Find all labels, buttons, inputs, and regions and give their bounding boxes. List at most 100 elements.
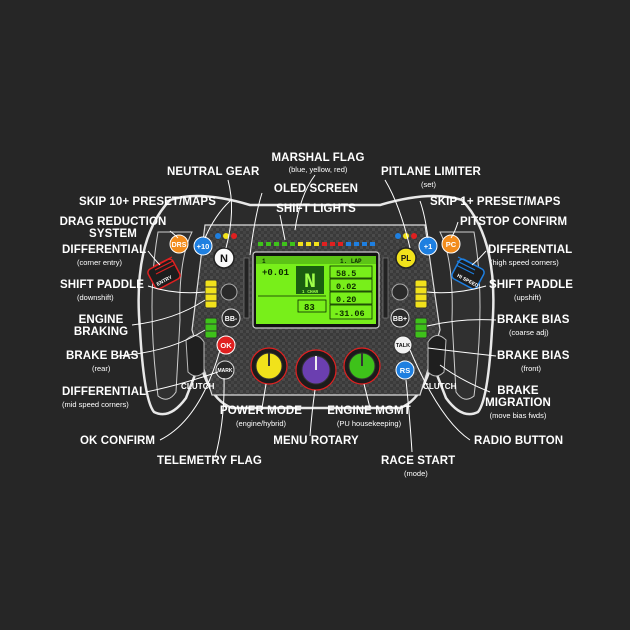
clutch-paddle-right[interactable] (427, 335, 447, 377)
ok-label: OK (220, 341, 232, 350)
label-clutch-right: CLUTCH (423, 382, 457, 391)
label-diff-entry-sub: (corner entry) (77, 258, 123, 267)
shift-light-led (370, 242, 375, 246)
shift-light-led (266, 242, 271, 246)
label-brake-bias-rear-sub: (rear) (92, 364, 111, 373)
pitstop-confirm-button[interactable]: PC (441, 234, 461, 254)
bb-plus-button[interactable]: BB+ (390, 308, 410, 328)
label-shift-up-sub: (upshift) (514, 293, 542, 302)
readout-2: 0.02 (336, 282, 356, 292)
small-button-left-1[interactable] (220, 283, 238, 301)
label-drs-2: SYSTEM (89, 228, 137, 240)
label-drs-1: DRAG REDUCTION (59, 216, 167, 228)
label-brake-bias-coarse: BRAKE BIAS (497, 314, 570, 326)
shift-light-led (306, 242, 311, 246)
engine-braking-rotary[interactable] (204, 279, 218, 309)
label-menu-rotary: MENU ROTARY (273, 435, 359, 447)
label-engine-braking-2: BRAKING (73, 326, 129, 338)
small-button-right-1[interactable] (391, 283, 409, 301)
label-diff-entry: DIFFERENTIAL (62, 244, 147, 256)
shift-paddle-up-rotary[interactable] (414, 279, 428, 309)
shift-light-led (274, 242, 279, 246)
readout-1: 58.5 (336, 269, 356, 279)
label-neutral-gear: NEUTRAL GEAR (167, 166, 260, 178)
label-pitstop-confirm: PITSTOP CONFIRM (460, 216, 568, 228)
skip1-button[interactable]: +1 (418, 236, 438, 256)
neutral-label: N (220, 253, 228, 265)
bb-minus-label: BB- (225, 316, 238, 323)
skip10-label: +10 (197, 242, 210, 251)
shift-light-led (314, 242, 319, 246)
readout-3: 0.20 (336, 295, 356, 305)
shift-light-led (338, 242, 343, 246)
label-engine-mgmt: ENGINE MGMT (327, 405, 411, 417)
label-oled-screen: OLED SCREEN (273, 183, 359, 195)
shift-light-led (330, 242, 335, 246)
shift-light-led (282, 242, 287, 246)
clutch-paddle-left[interactable] (185, 335, 205, 377)
label-brake-migration-sub: (move bias fwds) (489, 411, 547, 420)
pl-label: PL (401, 254, 411, 263)
pitlane-limiter-button[interactable]: PL (395, 247, 417, 269)
bb-minus-button[interactable]: BB- (221, 308, 241, 328)
diff-entry-rotary[interactable]: ENTRY (146, 256, 181, 290)
skip1-label: +1 (424, 242, 433, 251)
gear-sub: 1 CHAR (302, 289, 319, 295)
oled-screen: 1 1. LAP +0.01 N 1 CHAR 83 58.5 0.02 0.2… (252, 251, 380, 329)
label-diff-hispeed: DIFFERENTIAL (488, 244, 573, 256)
engine-mgmt-rotary[interactable] (343, 347, 381, 385)
label-brake-bias-front: BRAKE BIAS (497, 350, 570, 362)
label-shift-down-sub: (downshift) (77, 293, 114, 302)
marshal-flag-leds-left (215, 233, 237, 239)
bb-plus-label: BB+ (393, 316, 407, 323)
drs-button[interactable]: DRS (169, 234, 189, 254)
label-marshal-flag: MARSHAL FLAG (271, 152, 365, 164)
menu-rotary[interactable] (295, 349, 337, 391)
brake-bias-front-rotary[interactable] (414, 317, 428, 339)
shift-light-led (346, 242, 351, 246)
label-ok-confirm: OK CONFIRM (80, 435, 156, 447)
shift-light-led (322, 242, 327, 246)
brake-bias-rear-rotary[interactable] (204, 317, 218, 339)
label-telemetry-flag: TELEMETRY FLAG (157, 455, 262, 467)
skip10-button[interactable]: +10 (193, 236, 213, 256)
label-engine-braking-1: ENGINE (78, 314, 124, 326)
power-mode-rotary[interactable] (250, 347, 288, 385)
talk-label: TALK (396, 343, 410, 349)
shift-light-led (290, 242, 295, 246)
talk-button[interactable]: TALK (393, 335, 413, 355)
label-shift-lights: SHIFT LIGHTS (276, 203, 356, 215)
ok-button[interactable]: OK (216, 335, 236, 355)
shift-light-led (354, 242, 359, 246)
speed-readout: 83 (304, 303, 315, 313)
label-brake-migration-2: MIGRATION (485, 397, 551, 409)
race-start-button[interactable]: RS (395, 360, 415, 380)
mark-label: MARK (218, 368, 233, 374)
readout-4: -31.06 (334, 309, 365, 319)
label-skip10: SKIP 10+ PRESET/MAPS (79, 196, 216, 208)
side-leds (243, 257, 389, 319)
pc-label: PC (446, 240, 457, 249)
label-diff-mid-sub: (mid speed corners) (62, 400, 129, 409)
label-shift-down: SHIFT PADDLE (60, 279, 145, 291)
label-shift-up: SHIFT PADDLE (489, 279, 574, 291)
label-diff-hispeed-sub: (high speed corners) (490, 258, 559, 267)
shift-light-led (258, 242, 263, 246)
shift-lights-bar (258, 242, 375, 246)
drs-label: DRS (172, 242, 187, 249)
label-clutch-left: CLUTCH (181, 382, 215, 391)
lap-right: 1. LAP (340, 258, 362, 265)
label-power-mode: POWER MODE (219, 405, 303, 417)
label-race-start: RACE START (381, 455, 456, 467)
label-diff-mid: DIFFERENTIAL (62, 386, 147, 398)
lap-left: 1 (262, 258, 266, 265)
label-brake-bias-coarse-sub: (coarse adj) (509, 328, 549, 337)
label-marshal-flag-sub: (blue, yellow, red) (288, 165, 348, 174)
gear-readout: N (304, 271, 316, 294)
label-pitlane-limiter: PITLANE LIMITER (381, 166, 481, 178)
rs-label: RS (400, 366, 410, 375)
label-pitlane-limiter-sub: (set) (421, 180, 436, 189)
neutral-button[interactable]: N (213, 247, 235, 269)
mark-button[interactable]: MARK (215, 360, 235, 380)
